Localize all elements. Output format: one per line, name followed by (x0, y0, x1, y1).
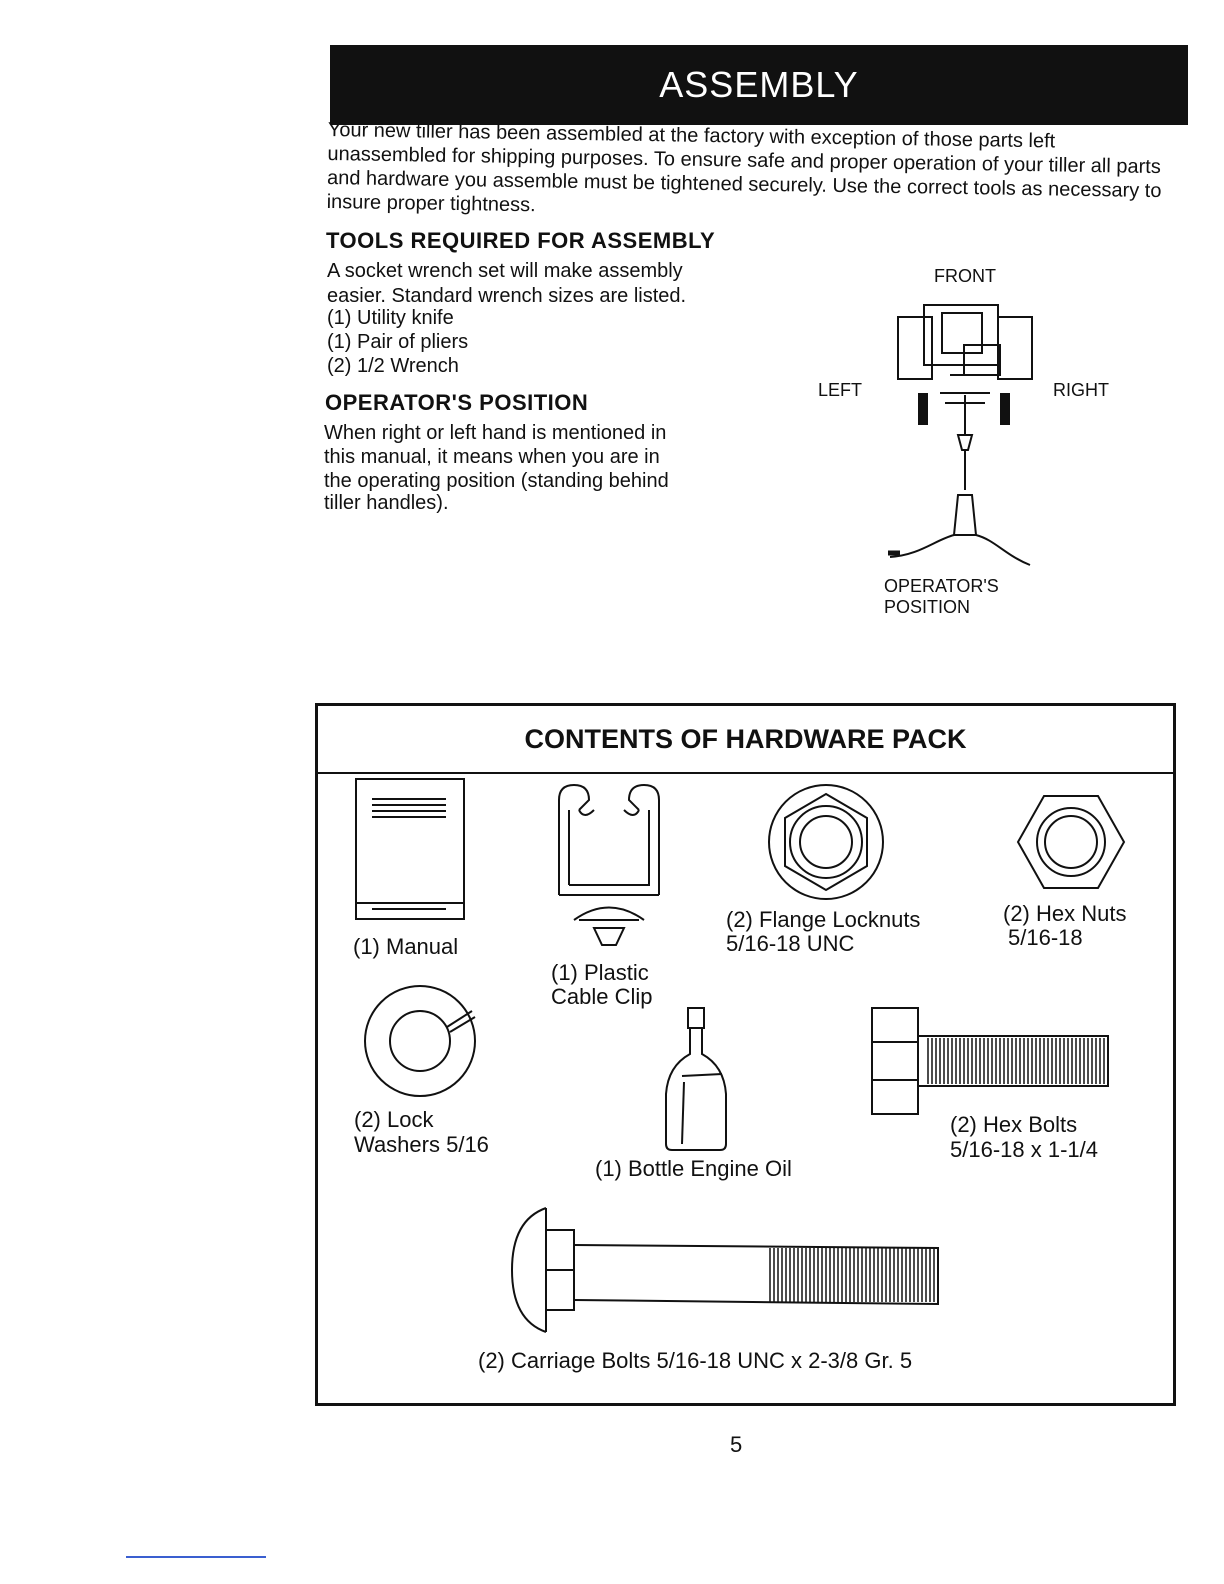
hex-nut-icon (1016, 795, 1126, 889)
tools-line: (1) Utility knife (327, 307, 454, 329)
hexnuts-caption-line2: 5/16-18 (1008, 925, 1083, 950)
hardware-pack-box: CONTENTS OF HARDWARE PACK (315, 703, 1176, 1406)
hexbolts-caption-line2: 5/16-18 x 1-1/4 (950, 1137, 1098, 1162)
operator-line: tiller handles). (324, 492, 449, 514)
footer-rule (126, 1556, 266, 1558)
washers-caption-line2: Washers 5/16 (354, 1132, 489, 1157)
intro-paragraph: Your new tiller has been assembled at th… (326, 118, 1162, 217)
section-banner: ASSEMBLY (330, 45, 1188, 125)
hexnuts-caption-line1: (2) Hex Nuts (1003, 901, 1127, 926)
tiller-top-view-diagram (888, 304, 1033, 566)
carriage-caption: (2) Carriage Bolts 5/16-18 UNC x 2-3/8 G… (478, 1348, 913, 1373)
operator-position-label-line2: POSITION (884, 597, 971, 617)
carriage-bolt-icon (510, 1207, 939, 1333)
oil-bottle-icon (665, 1007, 727, 1151)
locknuts-caption-line1: (2) Flange Locknuts (726, 907, 921, 932)
clip-caption-line2: Cable Clip (551, 984, 653, 1009)
operator-position-label-line1: OPERATOR'S (884, 576, 999, 596)
operator-position-label: OPERATOR'S POSITION (884, 576, 999, 618)
locknuts-caption-line2: 5/16-18 UNC (726, 931, 855, 956)
page-number: 5 (730, 1432, 743, 1457)
cable-clip-icon (558, 783, 660, 946)
tools-line: easier. Standard wrench sizes are listed… (327, 285, 687, 307)
lock-washer-icon (364, 985, 476, 1097)
oil-caption: (1) Bottle Engine Oil (595, 1156, 792, 1181)
tools-heading: TOOLS REQUIRED FOR ASSEMBLY (326, 228, 716, 253)
tools-line: (2) 1/2 Wrench (327, 355, 459, 377)
tools-line: (1) Pair of pliers (327, 331, 469, 353)
clip-caption-line1: (1) Plastic (551, 960, 649, 985)
operator-line: When right or left hand is mentioned in (324, 422, 667, 444)
front-label: FRONT (934, 266, 996, 286)
washers-caption-line1: (2) Lock (354, 1107, 434, 1132)
manual-caption: (1) Manual (353, 934, 459, 959)
hexbolts-caption-line1: (2) Hex Bolts (950, 1112, 1078, 1137)
tools-line: A socket wrench set will make assembly (327, 260, 683, 282)
right-label: RIGHT (1053, 380, 1109, 400)
operator-heading: OPERATOR'S POSITION (325, 390, 589, 415)
hex-bolt-icon (871, 1007, 1109, 1115)
manual-icon (355, 778, 465, 920)
carriage-bolt-threads (769, 1248, 935, 1302)
hardware-pack-title: CONTENTS OF HARDWARE PACK (318, 706, 1173, 774)
flange-locknut-icon (768, 784, 884, 900)
operator-line: this manual, it means when you are in (324, 446, 660, 468)
operator-line: the operating position (standing behind (324, 470, 669, 492)
hex-bolt-threads (927, 1038, 1105, 1084)
left-label: LEFT (818, 380, 863, 400)
